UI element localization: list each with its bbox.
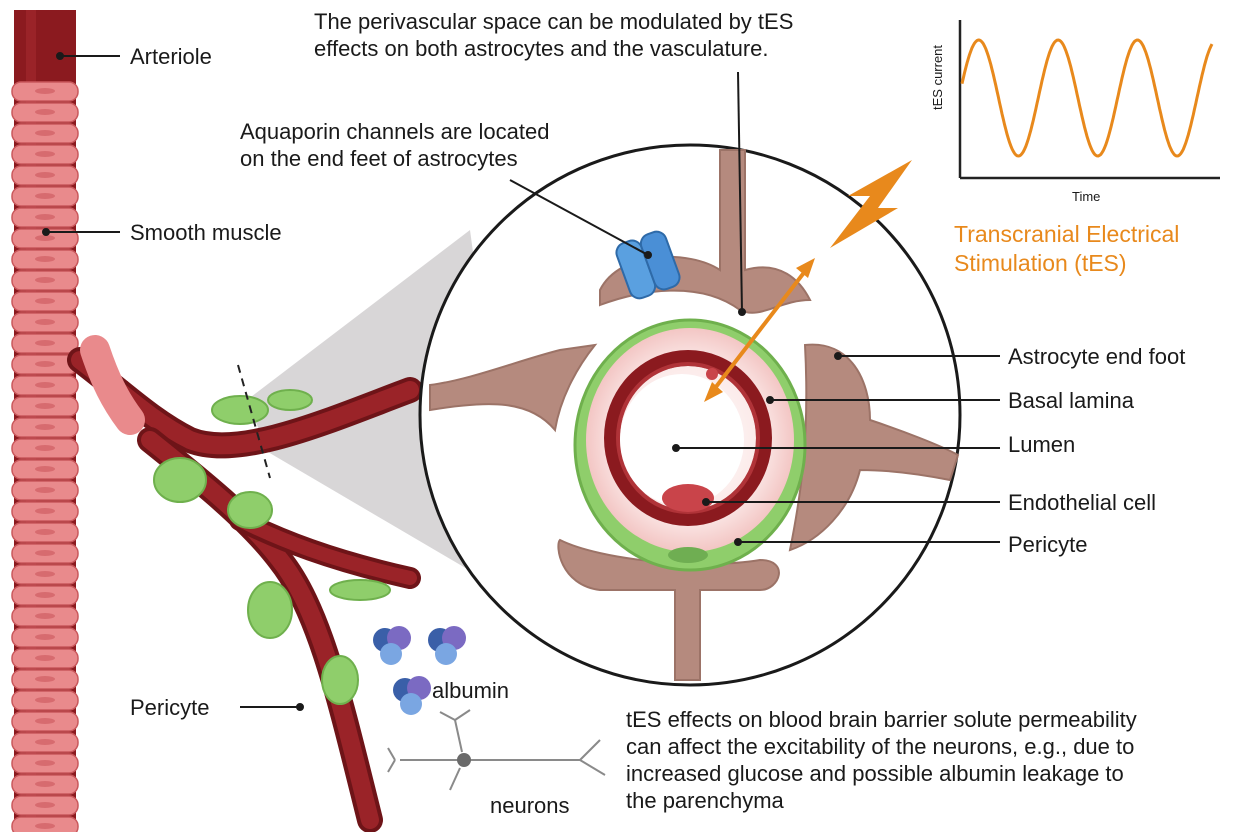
endothelial-cell-nucleus	[662, 484, 714, 512]
smooth-muscle-nucleus	[35, 592, 55, 598]
lumen	[620, 374, 744, 506]
label-albumin: albumin	[432, 678, 510, 703]
smooth-muscle-nucleus	[35, 193, 55, 199]
smooth-muscle-nucleus	[35, 256, 55, 262]
smooth-muscle-nucleus	[35, 466, 55, 472]
smooth-muscle-nucleus	[35, 550, 55, 556]
branch-pericytes	[153, 389, 391, 705]
cross-section	[418, 143, 962, 687]
inset-chart-ylabel: tES current	[930, 44, 945, 110]
tes-double-arrow	[704, 258, 815, 402]
neuron-icon	[387, 709, 606, 791]
label-basal-lamina: Basal lamina	[1008, 388, 1134, 413]
smooth-muscle-nucleus	[35, 403, 55, 409]
smooth-muscle-nucleus	[35, 277, 55, 283]
label-perivascular-space: The perivascular space can be modulated …	[314, 9, 794, 61]
tes-current-waveform	[960, 38, 1214, 158]
smooth-muscle-nucleus	[35, 718, 55, 724]
aquaporin-channel-icon	[615, 230, 681, 300]
smooth-muscle-nucleus	[35, 88, 55, 94]
smooth-muscle-nucleus	[35, 529, 55, 535]
albumin-protein-icon	[393, 676, 431, 715]
label-pericyte-right: Pericyte	[1008, 532, 1088, 557]
smooth-muscle-nucleus	[35, 361, 55, 367]
smooth-muscle-nucleus	[35, 676, 55, 682]
smooth-muscle-nucleus	[35, 781, 55, 787]
label-tes-title: Transcranial Electrical Stimulation (tES…	[954, 221, 1180, 276]
smooth-muscle-nucleus	[35, 655, 55, 661]
smooth-muscle-nucleus	[35, 739, 55, 745]
smooth-muscle-nucleus	[35, 424, 55, 430]
smooth-muscle-rings	[11, 81, 79, 832]
pericyte-nucleus	[668, 547, 708, 563]
leader-lines	[42, 52, 1000, 711]
inset-chart	[958, 20, 1220, 180]
smooth-muscle-nucleus	[35, 760, 55, 766]
inset-chart-xlabel: Time	[1072, 189, 1101, 204]
label-lumen: Lumen	[1008, 432, 1076, 457]
smooth-muscle-nucleus	[35, 235, 55, 241]
smooth-muscle-nucleus	[35, 319, 55, 325]
label-neurons: neurons	[490, 793, 570, 818]
smooth-muscle-nucleus	[35, 298, 55, 304]
smooth-muscle-nucleus	[35, 214, 55, 220]
albumin-protein-icon	[428, 626, 466, 665]
label-arteriole: Arteriole	[130, 44, 212, 69]
smooth-muscle-nucleus	[35, 130, 55, 136]
lightning-bolt-icon	[830, 160, 912, 248]
smooth-muscle-nucleus	[35, 613, 55, 619]
smooth-muscle-nucleus	[35, 487, 55, 493]
smooth-muscle-nucleus	[35, 571, 55, 577]
smooth-muscle-nucleus	[35, 634, 55, 640]
label-endothelial-cell: Endothelial cell	[1008, 490, 1156, 515]
cross-section-cut-line	[237, 364, 271, 479]
label-bbb-note: tES effects on blood brain barrier solut…	[626, 707, 1137, 813]
smooth-muscle-nucleus	[35, 172, 55, 178]
smooth-muscle-nucleus	[35, 508, 55, 514]
smooth-muscle-nucleus	[35, 382, 55, 388]
smooth-muscle-nucleus	[35, 151, 55, 157]
smooth-muscle-nucleus	[35, 109, 55, 115]
smooth-muscle-nucleus	[35, 823, 55, 829]
smooth-muscle-nucleus	[35, 697, 55, 703]
smooth-muscle-nucleus	[35, 445, 55, 451]
endothelium	[604, 350, 772, 526]
smooth-muscle-nucleus	[35, 802, 55, 808]
label-pericyte-left: Pericyte	[130, 695, 210, 720]
albumin-proteins	[373, 626, 466, 715]
label-aquaporin: Aquaporin channels are located on the en…	[240, 119, 550, 171]
label-astrocyte-end-foot: Astrocyte end foot	[1008, 344, 1186, 369]
label-smooth-muscle: Smooth muscle	[130, 220, 282, 245]
smooth-muscle-nucleus	[35, 340, 55, 346]
albumin-protein-icon	[373, 626, 411, 665]
